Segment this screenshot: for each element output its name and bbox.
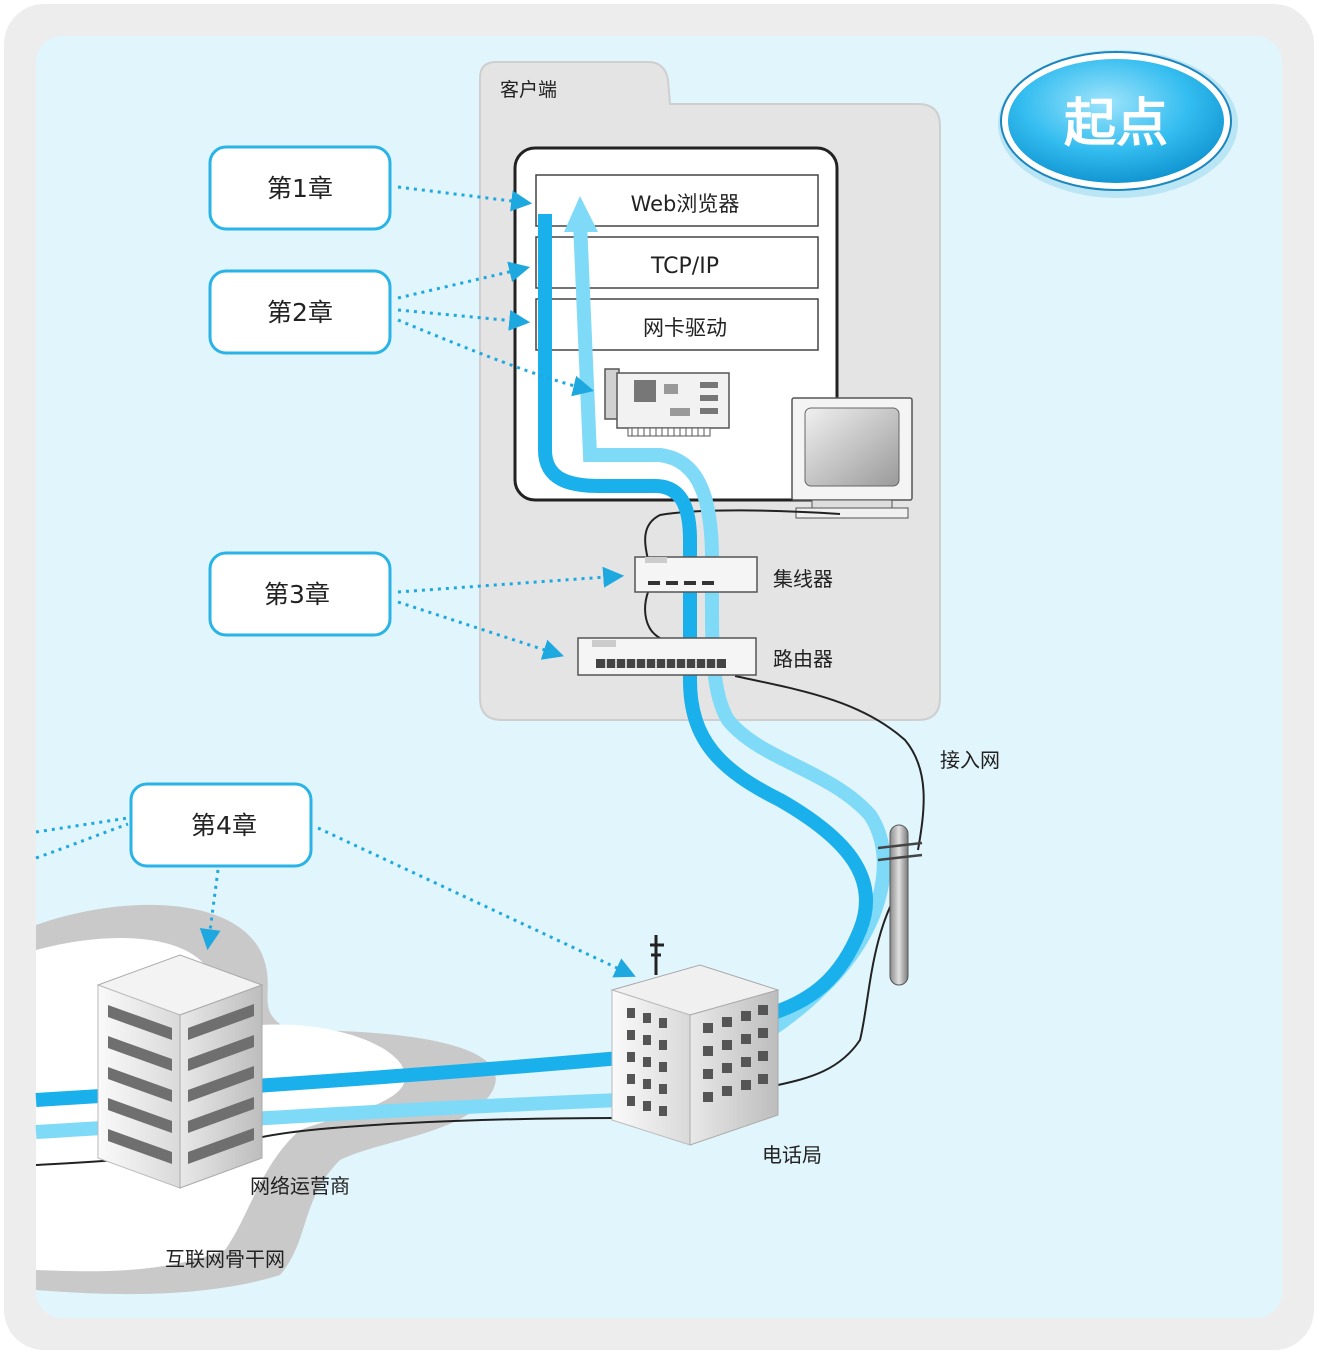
chapter-2-label: 第2章 (267, 298, 333, 327)
cables (35, 509, 925, 1166)
layer-driver-label: 网卡驱动 (643, 316, 727, 340)
network-card-icon (604, 368, 730, 437)
router-icon (577, 637, 757, 676)
chapter-3-label: 第3章 (264, 580, 330, 609)
layer-tcpip-label: TCP/IP (650, 254, 719, 279)
chapter-box-1[interactable]: 第1章 (208, 145, 392, 231)
layer-browser-label: Web浏览器 (631, 192, 740, 216)
chapter-box-4[interactable]: 第4章 (129, 782, 313, 868)
isp-label: 网络运营商 (250, 1174, 350, 1198)
access-network-label: 接入网 (940, 748, 1000, 772)
chapter-arrows (35, 185, 636, 978)
hub-label: 集线器 (773, 567, 833, 591)
up-arrow (564, 196, 598, 232)
hub-icon (634, 556, 758, 593)
data-path-dark (35, 214, 874, 1107)
chapter-box-3[interactable]: 第3章 (208, 551, 392, 637)
backbone-label: 互联网骨干网 (165, 1247, 285, 1271)
phone-office-label: 电话局 (762, 1143, 822, 1167)
monitor-icon (791, 397, 913, 519)
start-badge: 起点 (998, 50, 1238, 198)
start-badge-label: 起点 (1064, 94, 1168, 154)
utility-pole-icon (877, 824, 923, 986)
router-label: 路由器 (773, 647, 833, 671)
chapter-4-label: 第4章 (191, 811, 257, 840)
chapter-1-label: 第1章 (267, 174, 333, 203)
client-label: 客户端 (500, 79, 557, 101)
phone-office-building-icon (610, 935, 780, 1146)
chapter-box-2[interactable]: 第2章 (208, 269, 392, 355)
isp-building-icon (96, 954, 264, 1189)
